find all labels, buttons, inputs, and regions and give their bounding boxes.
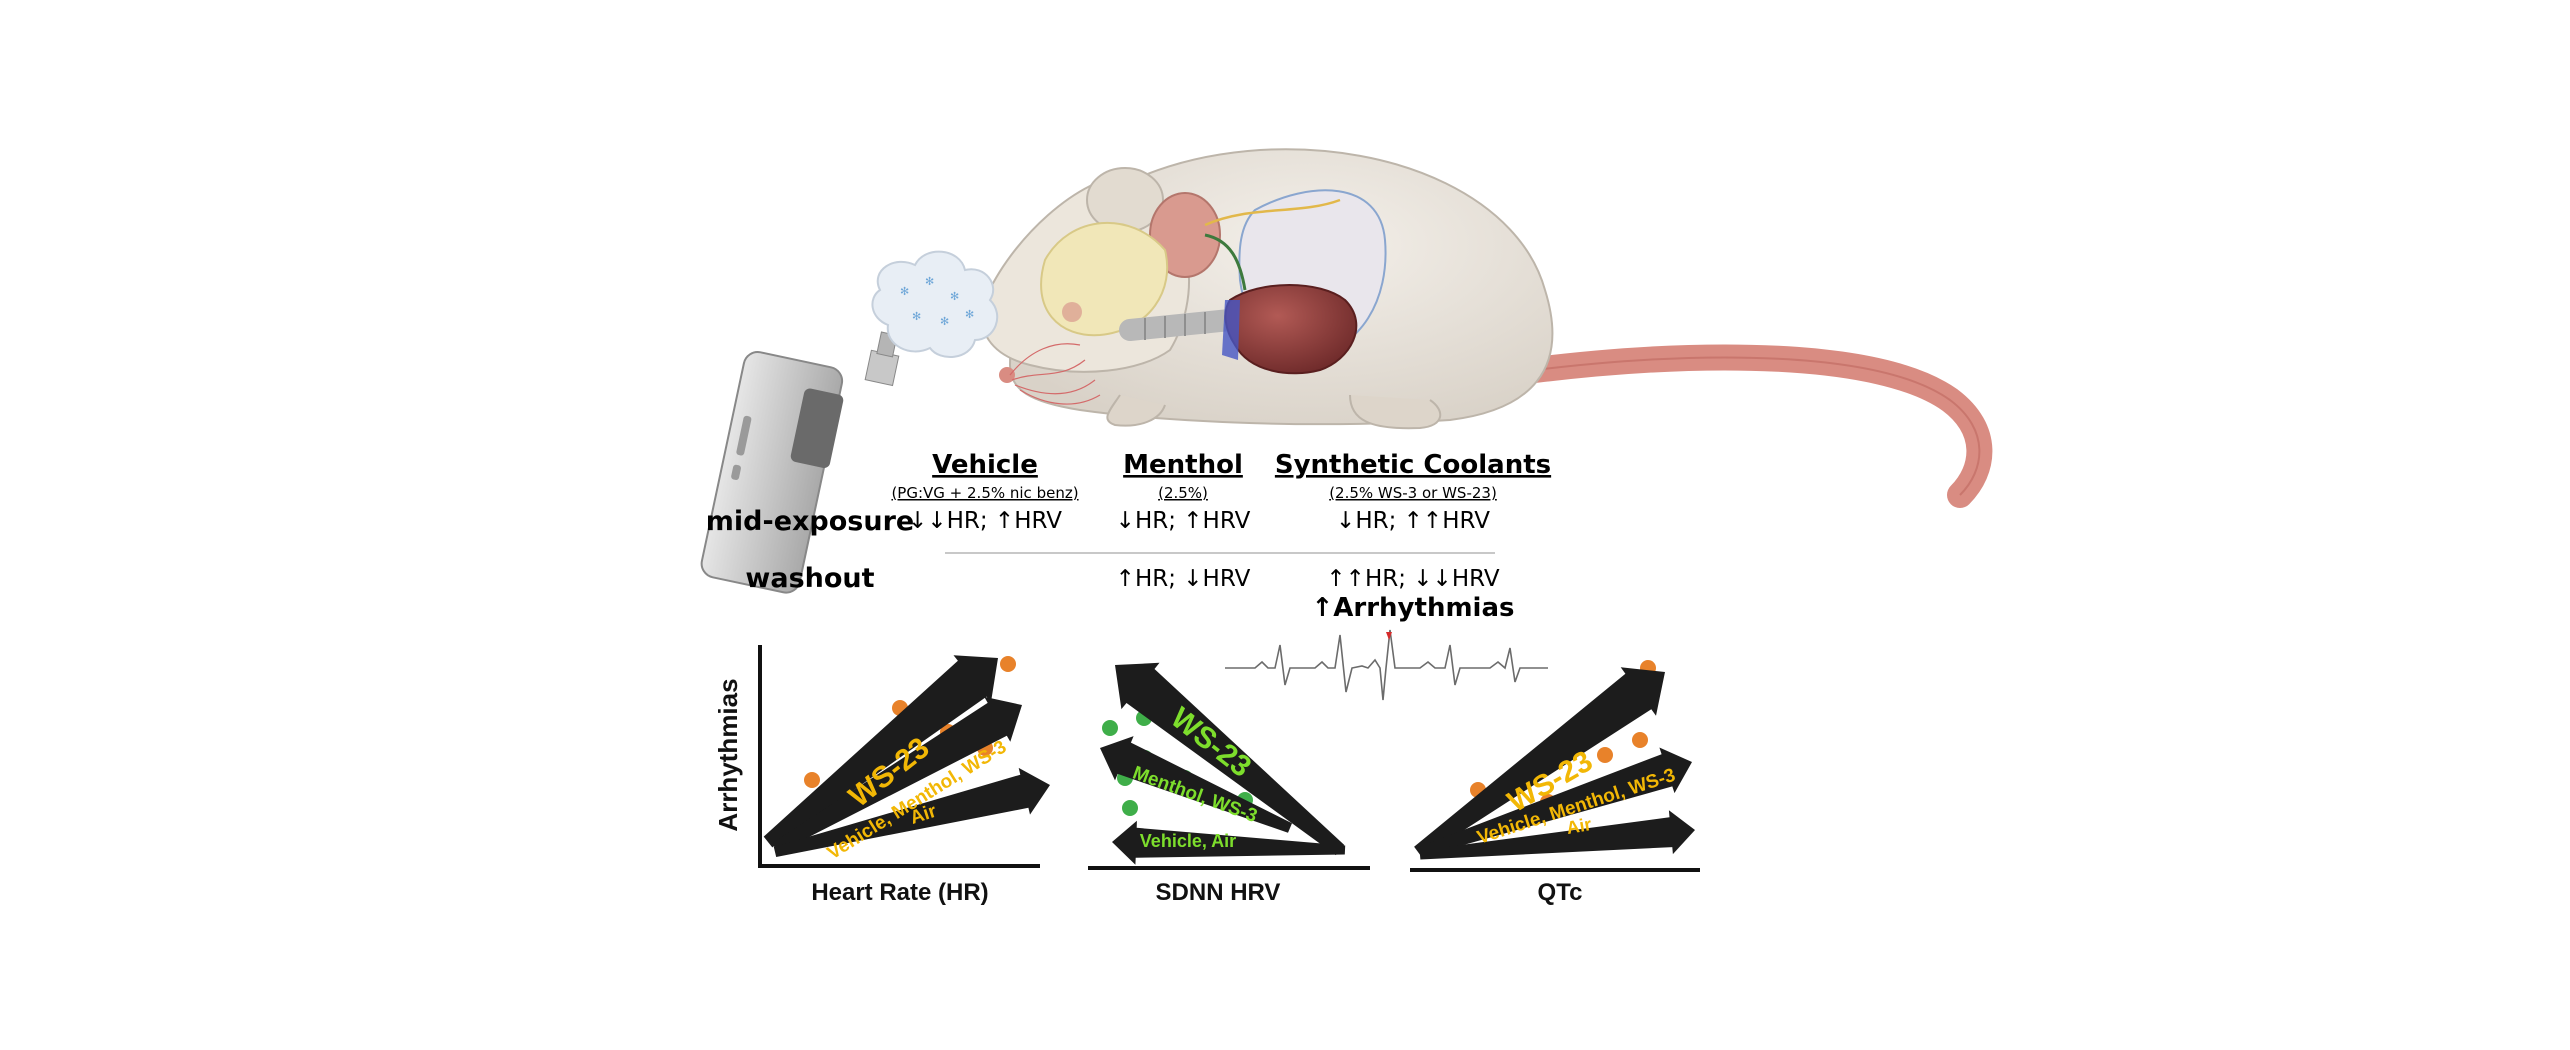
x-axis-label: SDNN HRV <box>1156 879 1281 906</box>
y-axis-label: Arrhythmias <box>713 678 743 831</box>
trend-arrow <box>1419 810 1695 860</box>
trend-arrow <box>1112 820 1346 865</box>
mouse-eye <box>1062 302 1082 322</box>
hind-leg <box>1349 394 1442 430</box>
trend-arrow <box>763 655 998 848</box>
column-header-synthetic-coolants: Synthetic Coolants <box>1275 450 1551 480</box>
data-dot <box>1632 732 1648 748</box>
svg-text:✻: ✻ <box>965 308 974 321</box>
effect-mid-menthol: ↓HR; ↑HRV <box>1116 508 1251 534</box>
trend-arrow <box>1418 747 1692 857</box>
sympathetic-nerve <box>1204 198 1341 227</box>
front-leg <box>1106 394 1166 427</box>
tail-outline <box>1534 356 1981 496</box>
data-dot <box>1000 656 1016 672</box>
trend-arrow <box>773 767 1050 857</box>
ecg-line <box>1225 629 1548 701</box>
svg-text:✻: ✻ <box>900 285 909 298</box>
arrow-label: Vehicle, Air <box>1140 831 1236 851</box>
column-subtitle-synthetic: (2.5% WS-3 or WS-23) <box>1329 484 1497 502</box>
arrow-label: Air <box>1565 814 1593 838</box>
vape-illustration: ✻✻✻ ✻✻✻ <box>700 250 999 594</box>
trend-arrow <box>1115 662 1345 856</box>
effect-washout-synthetic: ↑↑HR; ↓↓HRV <box>1326 566 1499 592</box>
trend-arrow <box>1100 736 1292 833</box>
svg-text:✻: ✻ <box>925 275 934 288</box>
vagus-nerve <box>1204 233 1247 291</box>
trachea-rings <box>1144 312 1206 340</box>
whisker-nerves <box>1009 343 1101 405</box>
effect-washout-arrhythmias: ↑Arrhythmias <box>1312 593 1515 623</box>
data-dot <box>1122 800 1138 816</box>
svg-text:✻: ✻ <box>940 315 949 328</box>
column-header-menthol: Menthol <box>1123 450 1243 480</box>
trend-arrow <box>1414 667 1665 858</box>
column-header-vehicle: Vehicle <box>932 450 1038 480</box>
vape-device <box>700 331 900 594</box>
effect-mid-synthetic: ↓HR; ↑↑HRV <box>1336 508 1490 534</box>
row-label-washout: washout <box>745 563 874 594</box>
data-dot <box>1597 747 1613 763</box>
tail <box>1522 344 1993 508</box>
brain <box>1149 192 1221 278</box>
mouse-nose <box>999 367 1015 383</box>
vapor-cloud <box>871 250 999 359</box>
exposure-table: Vehicle Menthol Synthetic Coolants (PG:V… <box>706 450 1551 623</box>
effect-mid-vehicle: ↓↓HR; ↑HRV <box>908 508 1062 534</box>
mouse-illustration <box>981 148 1993 508</box>
trachea <box>1119 309 1241 341</box>
snowflake-icons: ✻✻✻ ✻✻✻ <box>900 275 974 328</box>
data-dot <box>804 772 820 788</box>
svg-text:✻: ✻ <box>912 310 921 323</box>
column-subtitle-vehicle: (PG:VG + 2.5% nic benz) <box>891 484 1078 502</box>
x-axis-label: QTc <box>1538 879 1583 906</box>
svg-text:✻: ✻ <box>950 290 959 303</box>
data-dot <box>1102 720 1118 736</box>
ecg-marker <box>1386 632 1392 640</box>
trend-arrow <box>772 696 1022 853</box>
effect-washout-menthol: ↑HR; ↓HRV <box>1116 566 1251 592</box>
ecg-trace <box>1225 629 1548 701</box>
x-axis-label: Heart Rate (HR) <box>811 879 988 906</box>
atrium <box>1222 300 1240 360</box>
row-label-mid-exposure: mid-exposure <box>706 506 914 537</box>
column-subtitle-menthol: (2.5%) <box>1158 484 1208 502</box>
